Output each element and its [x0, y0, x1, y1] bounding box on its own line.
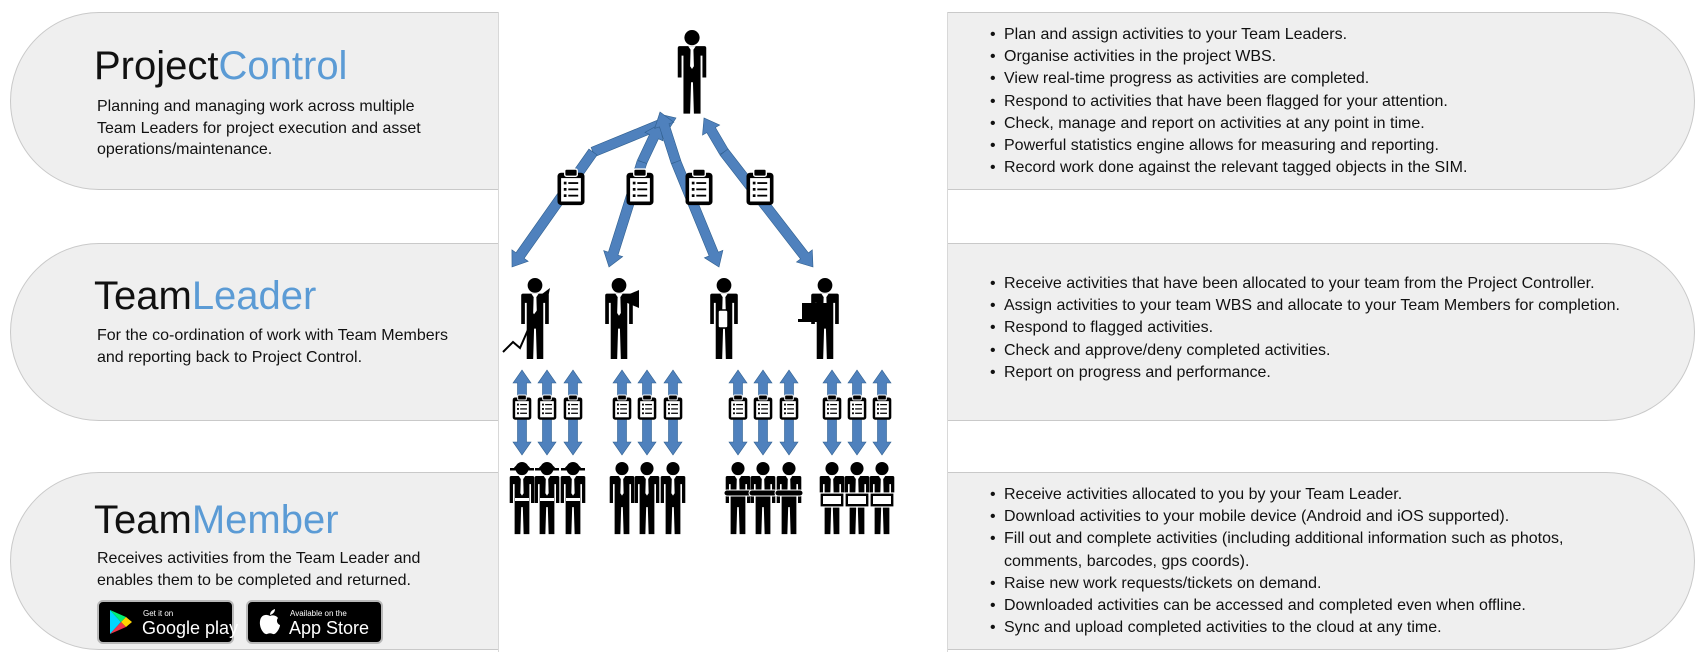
team-member-figure: [609, 462, 635, 535]
activity-clipboard-icon: [847, 394, 867, 420]
activity-clipboard-icon: [822, 394, 842, 420]
project-control-title: ProjectControl: [94, 44, 348, 88]
list-item: Download activities to your mobile devic…: [990, 506, 1563, 528]
list-item: Sync and upload completed activities to …: [990, 617, 1563, 639]
team-member-title: TeamMember: [94, 498, 339, 542]
list-item: Record work done against the relevant ta…: [990, 157, 1467, 179]
google-play-badge[interactable]: Get it on Google play: [97, 600, 238, 644]
team-member-features: Receive activities allocated to you by y…: [990, 484, 1563, 640]
list-item: Check, manage and report on activities a…: [990, 113, 1467, 135]
activity-clipboard-icon: [612, 394, 632, 420]
list-item: Report on progress and performance.: [990, 362, 1620, 384]
list-item: Plan and assign activities to your Team …: [990, 24, 1467, 46]
list-item: Receive activities that have been alloca…: [990, 273, 1620, 295]
app-store-small-text: Available on the: [290, 609, 347, 618]
laptop-base: [798, 319, 832, 322]
laptop-screen: [873, 496, 891, 504]
activity-clipboard-icon: [728, 394, 748, 420]
project-controller-figure: [677, 30, 707, 114]
hard-hat-icon: [538, 463, 556, 469]
folded-arms: [723, 489, 753, 497]
list-item: Organise activities in the project WBS.: [990, 46, 1467, 68]
team-member-figure: [660, 462, 686, 535]
app-store-label: App Store: [289, 618, 370, 638]
laptop-screen: [848, 496, 866, 504]
safety-vest-stripe: [566, 498, 580, 501]
megaphone-icon: [625, 290, 639, 308]
google-play-label: Google play: [142, 618, 239, 638]
team-member-description: Receives activities from the Team Leader…: [97, 550, 421, 589]
list-item-continuation: comments, barcodes, gps coords).: [1004, 552, 1250, 570]
google-play-small-text: Get it on: [143, 609, 174, 618]
list-item: Downloaded activities can be accessed an…: [990, 595, 1563, 617]
safety-vest-stripe: [540, 498, 554, 501]
team-member-figure: [634, 462, 660, 535]
list-item: Powerful statistics engine allows for me…: [990, 135, 1467, 157]
hierarchy-panel: [498, 12, 948, 652]
list-item: Assign activities to your team WBS and a…: [990, 295, 1620, 317]
team-leader-description: For the co-ordination of work with Team …: [97, 327, 448, 366]
folded-arms: [774, 489, 804, 497]
report-up-arrow: [637, 123, 664, 165]
activity-clipboard-icon: [557, 168, 585, 206]
list-item: Raise new work requests/tickets on deman…: [990, 573, 1563, 595]
assign-down-arrow: [511, 148, 598, 268]
list-item: Respond to activities that have been fla…: [990, 91, 1467, 113]
team-leader-features: Receive activities that have been alloca…: [990, 273, 1620, 384]
team-leader-figure: [605, 278, 633, 359]
report-up-arrow: [702, 117, 729, 155]
hard-hat-icon: [564, 463, 582, 469]
apple-icon: [259, 609, 280, 635]
list-item: Receive activities allocated to you by y…: [990, 484, 1563, 506]
project-control-features: Plan and assign activities to your Team …: [990, 24, 1467, 180]
team-member-figure: [750, 462, 776, 535]
team-member-figure: [725, 462, 751, 535]
activity-clipboard-icon: [746, 168, 774, 206]
activity-clipboard-icon: [779, 394, 799, 420]
tablet-icon: [717, 309, 729, 329]
list-item: Fill out and complete activities (includ…: [990, 528, 1563, 550]
list-item: View real-time progress as activities ar…: [990, 68, 1467, 90]
hierarchy-diagram: [502, 30, 895, 535]
activity-clipboard-icon: [685, 168, 713, 206]
app-store-badge[interactable]: Available on the App Store: [246, 600, 383, 644]
growth-chart-arrowhead: [542, 288, 550, 298]
list-item: Check and approve/deny completed activit…: [990, 340, 1620, 362]
activity-clipboard-icon: [563, 394, 583, 420]
hard-hat-brim: [535, 468, 559, 471]
activity-clipboard-icon: [626, 168, 654, 206]
growth-chart-icon: [502, 292, 547, 353]
activity-clipboard-icon: [637, 394, 657, 420]
team-leader-figure: [521, 278, 549, 359]
assign-down-arrow: [719, 148, 814, 268]
activity-clipboard-icon: [663, 394, 683, 420]
activity-clipboard-icon: [537, 394, 557, 420]
safety-vest-stripe: [515, 498, 529, 501]
team-member-figure: [776, 462, 802, 535]
folded-arms: [748, 489, 778, 497]
play-triangle-icon: [110, 610, 132, 634]
laptop-screen: [823, 496, 841, 504]
laptop-icon: [802, 303, 828, 319]
team-leader-title: TeamLeader: [94, 274, 317, 318]
hard-hat-brim: [561, 468, 585, 471]
activity-clipboard-icon: [512, 394, 532, 420]
hard-hat-brim: [510, 468, 534, 471]
project-control-description: Planning and managing work across multip…: [97, 98, 421, 158]
activity-clipboard-icon: [753, 394, 773, 420]
list-item: Respond to flagged activities.: [990, 317, 1620, 339]
report-up-arrow: [654, 111, 682, 164]
activity-clipboard-icon: [872, 394, 892, 420]
hard-hat-icon: [513, 463, 531, 469]
